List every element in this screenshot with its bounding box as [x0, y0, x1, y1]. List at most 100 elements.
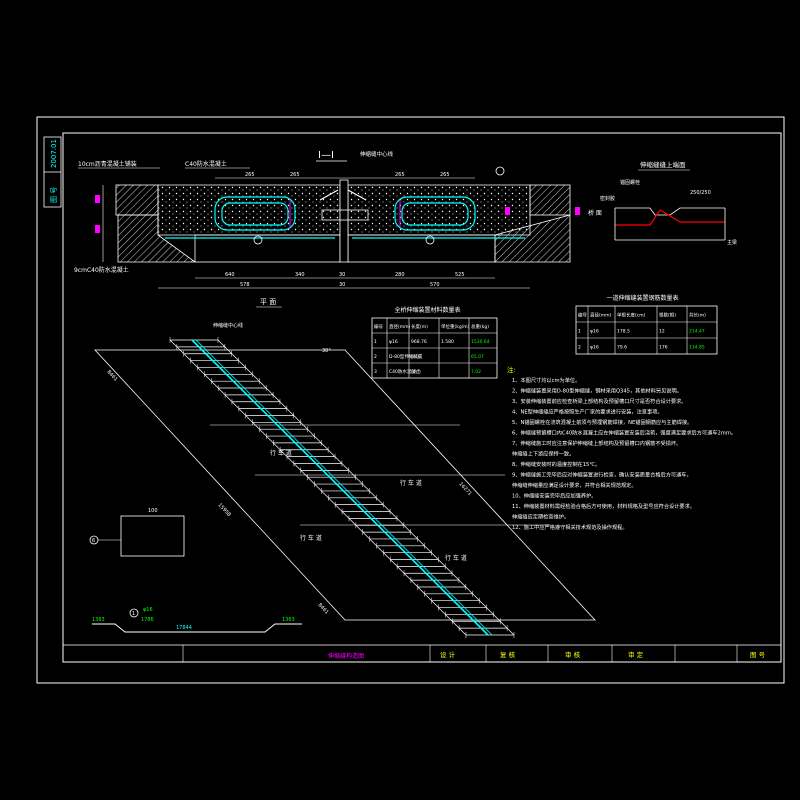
table2-title: 一道伸缩缝装置钢筋数量表 — [607, 294, 679, 302]
table1-cell-0-4: 总重(kg) — [471, 323, 489, 330]
field-design: 设 计 — [440, 650, 456, 659]
section-dim-bottom-1: 340 — [295, 272, 305, 278]
table2-cell-2-3: 176 — [659, 344, 668, 350]
table1-cell-2-4: 65.07 — [471, 354, 484, 360]
note-line-11: 10、伸缩缝安装完毕后应加强养护。 — [512, 492, 596, 500]
table1-cell-2-2: (m) — [411, 354, 419, 360]
section-dim-top-2: 265 — [395, 172, 405, 178]
note-line-1: 2、伸缩缝装置采用D-80型伸缩缝，钢材采用Q345，其他材料另见说明。 — [512, 387, 682, 395]
table2-cell-1-3: 12 — [659, 328, 665, 334]
section-dim-total-0: 578 — [240, 282, 250, 288]
note-line-7: 伸缩缝上下游应保持一致。 — [512, 450, 574, 458]
bar1-end-1: 17844 — [176, 625, 192, 631]
detail-dim: 250/250 — [690, 190, 711, 196]
joint-detail: 伸缩缝缝上端面 250/250 锚固螺栓 密封胶 主梁 — [600, 160, 737, 246]
table2-cell-0-4: 共长(m) — [689, 311, 706, 318]
table1-cell-0-2: 长度(m) — [411, 323, 428, 330]
plan-lane-0: 行 车 道 — [270, 449, 292, 457]
section-right-label: 桥 面 — [588, 209, 602, 217]
detail-label-a: 锚固螺栓 — [620, 179, 640, 186]
table1-cell-3-2: (m³) — [411, 369, 421, 375]
section-label-10cm: 10cm沥青混凝土铺装 — [78, 160, 137, 168]
notes-title: 注: — [507, 365, 516, 374]
table2-cell-2-1: φ16 — [590, 344, 599, 350]
drawing-name: 伸缩缝构造图 — [328, 652, 364, 660]
note-line-5: 6、伸缩缝预留槽口内C40防水混凝土应在伸缩装置安装后浇筑，强度满足要求后方可通… — [512, 429, 736, 437]
note-line-0: 1、本图尺寸均以cm为单位。 — [512, 376, 580, 384]
table1-cell-1-2: 968.76 — [411, 339, 427, 345]
section-dim-bottom-4: 525 — [455, 272, 465, 278]
bar1-dim-0: φ16 — [143, 607, 153, 613]
table1-cell-0-1: 直径(mm) — [389, 323, 411, 330]
table2-cell-1-2: 178.5 — [617, 328, 630, 334]
notes: 注: 1、本图尺寸均以cm为单位。 2、伸缩缝装置采用D-80型伸缩缝，钢材采用Q… — [507, 365, 736, 531]
table2-cell-0-3: 根数(根) — [659, 311, 676, 318]
table1-cell-3-1: C40防水混凝土 — [389, 368, 421, 375]
section-label-c40: C40防水混凝土 — [185, 160, 227, 168]
table2-cell-0-2: 单根长度(cm) — [617, 311, 646, 318]
bar1-label: 1 — [132, 611, 135, 617]
bar1-dim-1: 1786 — [141, 617, 154, 623]
outer-frame — [36, 116, 785, 684]
table1-cell-1-1: φ16 — [389, 339, 398, 345]
plan-joint-line — [191, 339, 489, 636]
section-label-anchor: 伸缩缝中心线 — [360, 150, 394, 158]
joint-gap — [339, 179, 349, 263]
section-dim-bottom-0: 640 — [225, 272, 235, 278]
table1-cell-0-0: 编号 — [374, 323, 383, 330]
table2-cell-2-0: 2 — [578, 344, 581, 350]
plan-label-center: 伸缩缝中心线 — [213, 322, 243, 329]
rebar-table: 一道伸缩缝装置钢筋数量表编号直径(mm) 单根长度(cm) 根数(根) 共长(m) 1 φ… — [575, 294, 718, 355]
table2-cell-0-1: 直径(mm) — [590, 311, 612, 318]
section-label-9cm: 9cmC40防水混凝土 — [74, 266, 129, 274]
table2-cell-2-2: 79.6 — [617, 344, 627, 350]
field-check: 审 核 — [565, 650, 581, 659]
concrete-left — [157, 184, 341, 236]
plan-ties — [169, 337, 515, 638]
table1-cell-0-3: 单位重(kg/m) — [441, 323, 470, 330]
plan-angle: 30° — [322, 348, 331, 354]
section-dim-bottom-2: 30 — [339, 272, 345, 278]
section-dim-total-2: 570 — [430, 282, 440, 288]
table1-title: 全桥伸缩装置材料数量表 — [395, 306, 461, 314]
plan-lane-2: 行 车 道 — [300, 534, 322, 542]
table2-cell-1-1: φ16 — [590, 328, 599, 334]
plan-lane-1: 行 车 道 — [400, 479, 422, 487]
concrete-right — [347, 184, 531, 236]
table2-cell-1-4: 214.47 — [689, 328, 705, 334]
bar1-end-2: 1363 — [282, 617, 295, 623]
table1-cell-1-4: 1530.64 — [471, 339, 490, 345]
table2-cell-2-4: 134.85 — [689, 344, 705, 350]
field-sheet: 图 号 — [750, 651, 766, 659]
table1-cell-1-3: 1.580 — [441, 339, 454, 345]
bar-shapes: 100 6 1 φ16 1786 1363 17844 1363 — [89, 508, 302, 633]
table2-cell-0-0: 编号 — [578, 311, 587, 318]
detail-label-b: 密封胶 — [600, 195, 615, 202]
table1-cell-1-0: 1 — [374, 339, 377, 345]
note-line-9: 9、伸缩缝施工完毕后应对伸缩装置进行检查，确认安装质量合格后方可通车， — [512, 471, 692, 479]
note-line-13: 伸缩缝应定期检查维护。 — [512, 513, 569, 521]
rebar-loops — [165, 196, 525, 239]
note-line-8: 8、伸缩缝安装时的温度控制在15℃。 — [512, 460, 600, 468]
plan-title: 平 面 — [260, 298, 276, 306]
field-approve: 审 定 — [628, 650, 644, 659]
note-line-14: 12、施工中应严格遵守相关技术规范及操作规程。 — [512, 523, 628, 531]
detail-title: 伸缩缝缝上端面 — [640, 160, 686, 169]
field-review: 复 核 — [500, 650, 516, 659]
title-block: 伸缩缝构造图 设 计 复 核 审 核 审 定 图 号 — [63, 644, 781, 662]
plan-lane-3: 行 车 道 — [445, 554, 467, 562]
section-dim-top-0: 265 — [245, 172, 255, 178]
section-title: I—I — [318, 150, 334, 161]
bar-shape-label: 6 — [92, 538, 95, 544]
note-line-2: 3、安装伸缩装置前应检查桥梁上部结构及预留槽口尺寸是否符合设计要求。 — [512, 397, 687, 405]
bar1-end-0: 1363 — [92, 617, 105, 623]
note-line-4: 5、N锚固螺栓在浇筑混凝土前须与预埋钢筋焊接，NE锚固钢筋应与主筋焊接。 — [512, 418, 692, 426]
detail-side-label: 主梁 — [727, 239, 737, 246]
asphalt-right — [529, 184, 571, 216]
side-label: 2007.01 图 号 — [43, 136, 62, 208]
note-line-10: 伸缩缝伸缩量应满足设计要求，并符合相关规范规定。 — [512, 481, 637, 489]
table1-cell-2-1: D-80型伸缩装置 — [389, 353, 423, 360]
table2-cell-1-0: 1 — [578, 328, 581, 334]
side-label-date: 2007.01 — [50, 139, 58, 168]
